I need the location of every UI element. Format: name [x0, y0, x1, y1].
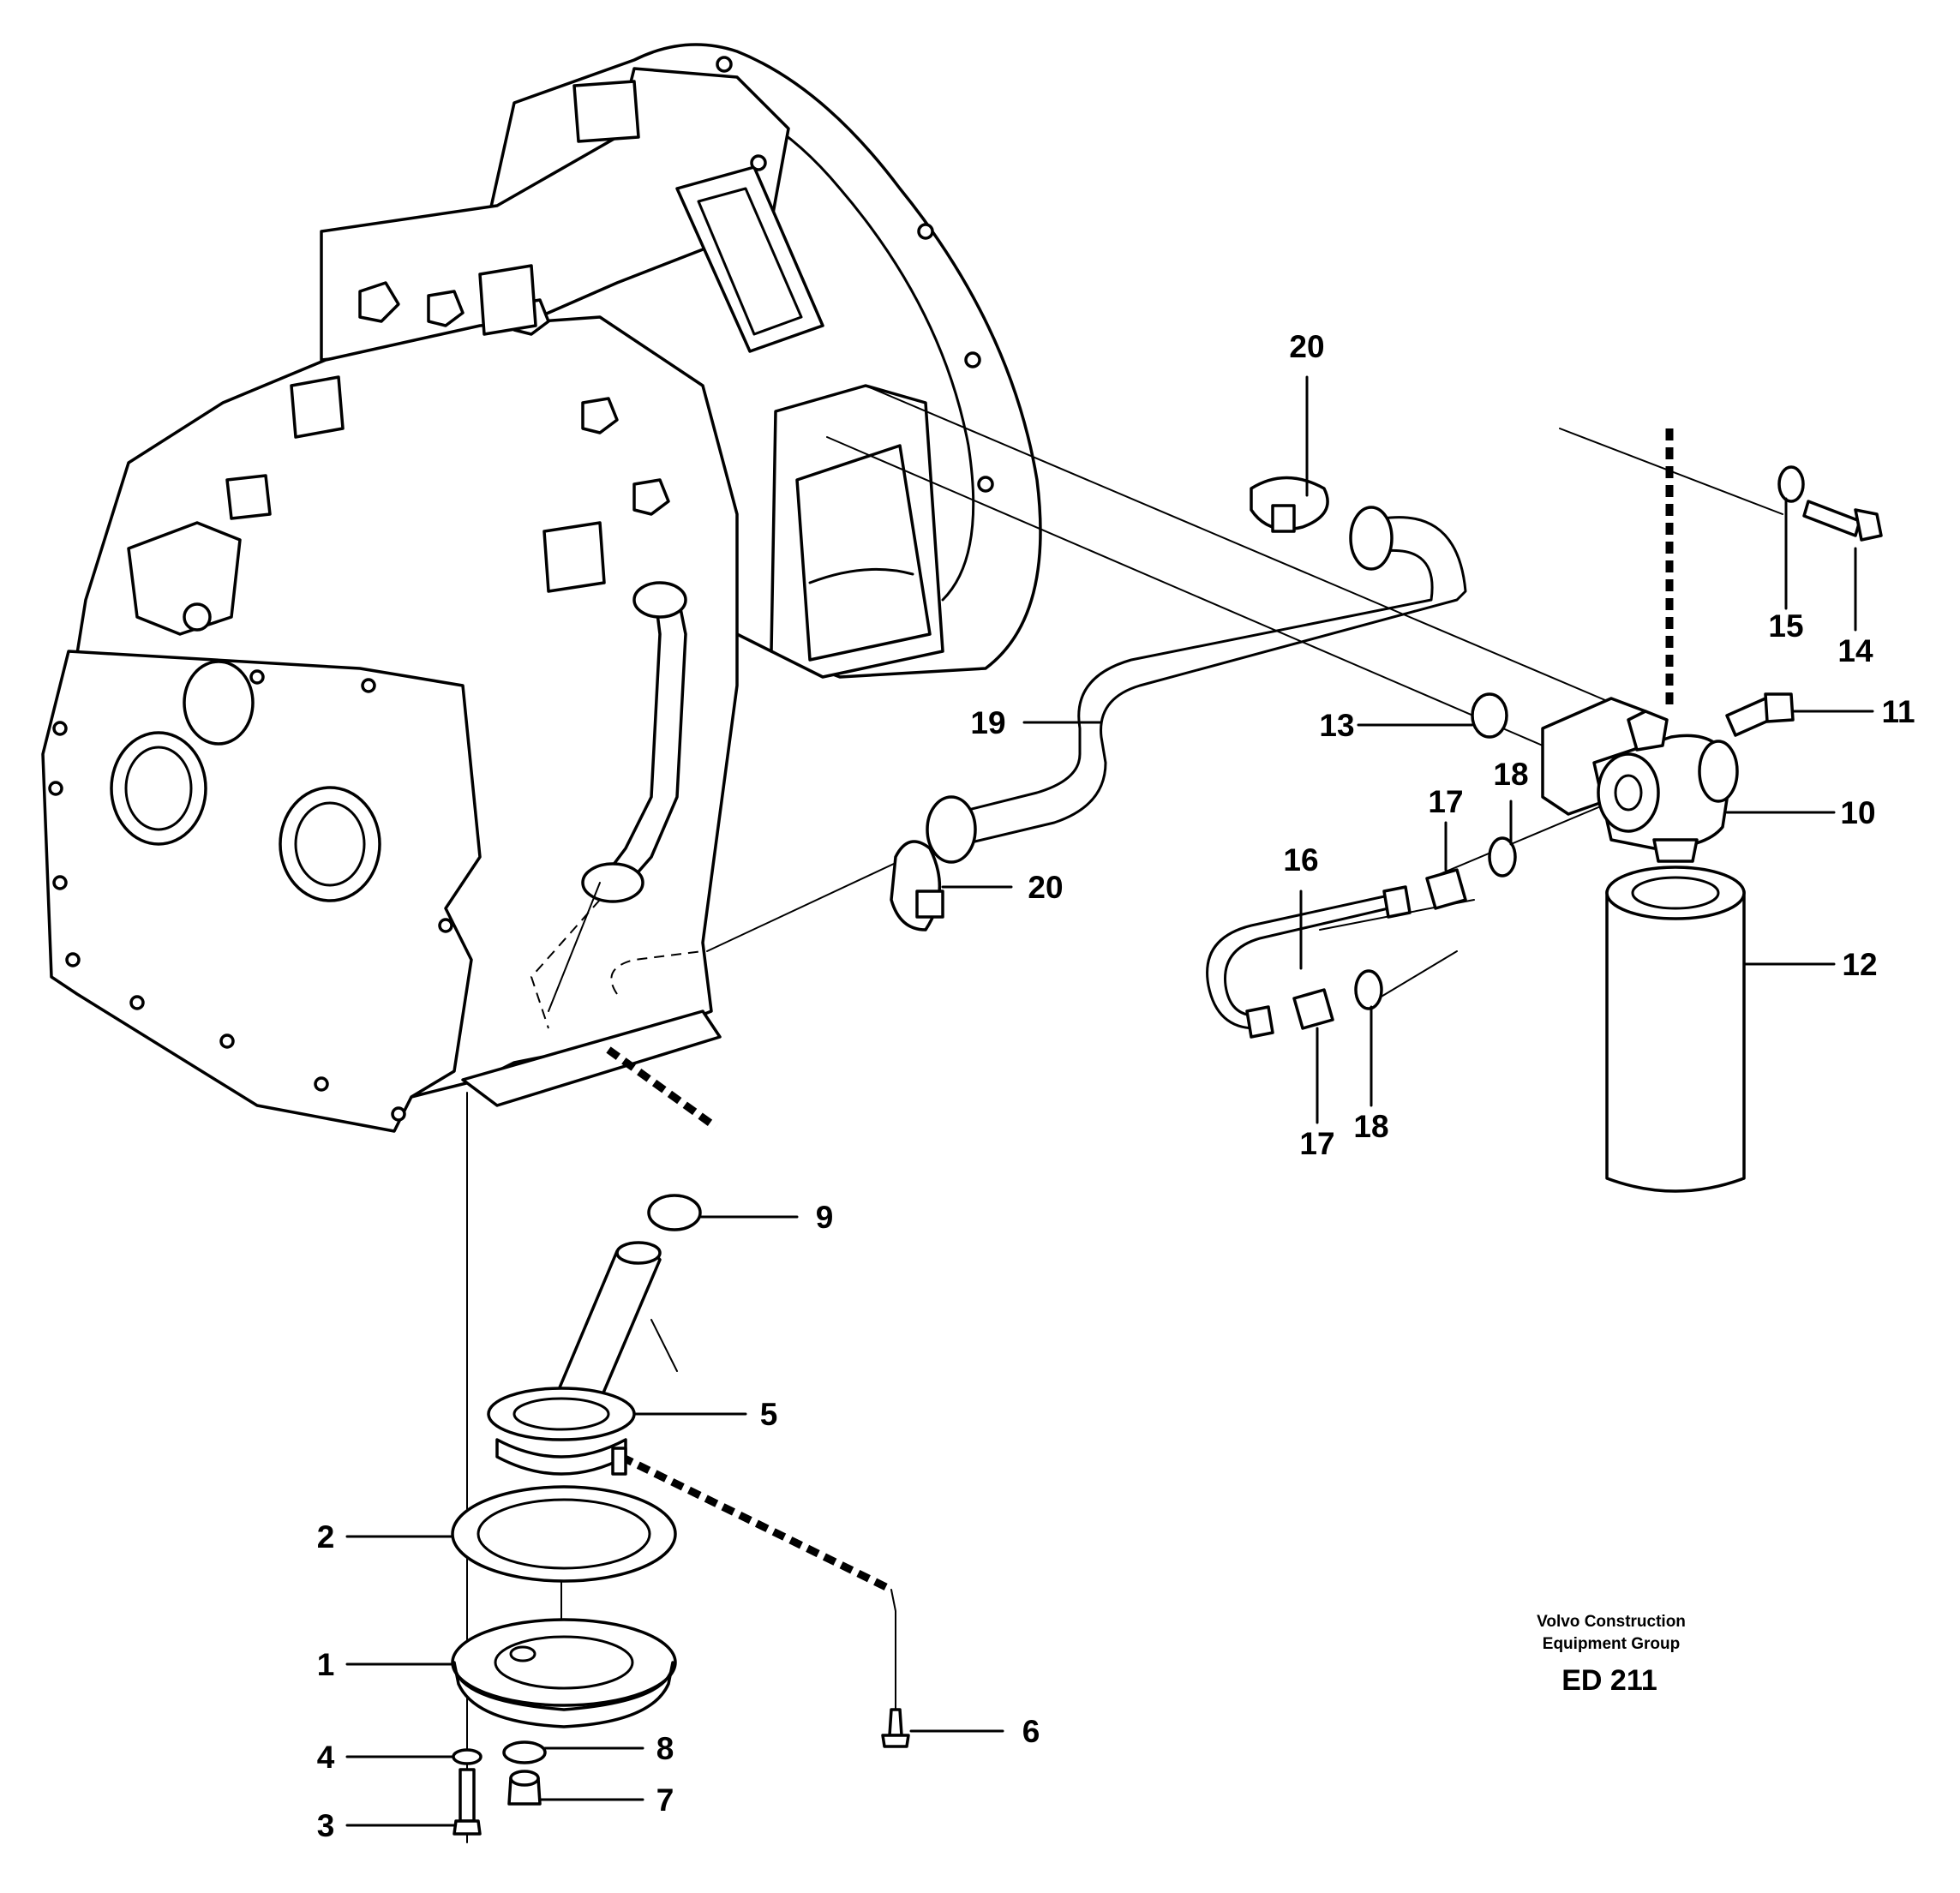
screw-3 — [453, 1768, 482, 1836]
strainer-5 — [487, 1387, 636, 1476]
callout-18-upper: 18 — [1493, 757, 1528, 792]
screw-14 — [1802, 500, 1883, 542]
callout-4: 4 — [317, 1740, 335, 1775]
callout-14: 14 — [1837, 633, 1873, 668]
temperature-sensor — [1725, 692, 1795, 737]
callout-12: 12 — [1842, 947, 1877, 982]
sump-cover-1 — [451, 1618, 677, 1728]
seal-ring-8 — [502, 1740, 547, 1764]
callout-13: 13 — [1319, 708, 1354, 743]
washer-4 — [452, 1748, 483, 1765]
union-17-lower — [1292, 988, 1334, 1030]
callout-20-lower: 20 — [1028, 870, 1063, 905]
callout-labels: 1 2 3 4 5 6 7 8 9 10 11 12 13 14 15 16 1… — [317, 329, 1915, 1843]
callout-17-lower: 17 — [1299, 1126, 1334, 1161]
drawing-code: ED 211 — [1561, 1664, 1657, 1697]
callout-19: 19 — [970, 705, 1005, 740]
oil-filter — [1605, 866, 1746, 1193]
screw-6 — [881, 1708, 910, 1748]
washer-18-lower — [1354, 969, 1383, 1010]
callout-3: 3 — [317, 1808, 335, 1843]
credit-line-2: Equipment Group — [1543, 1635, 1680, 1653]
callout-6: 6 — [1022, 1714, 1040, 1749]
assembly-lines — [466, 385, 1783, 1843]
callout-2: 2 — [317, 1519, 335, 1555]
credit-block: Volvo Construction Equipment Group ED 21… — [1537, 1613, 1686, 1697]
callout-15: 15 — [1768, 608, 1803, 644]
o-ring-13 — [1471, 692, 1508, 739]
transmission-housing — [41, 43, 1042, 1133]
callout-11: 11 — [1881, 694, 1915, 729]
hose-clamp-lower — [890, 840, 944, 932]
hose-clamp-upper — [1250, 476, 1329, 533]
callout-17-upper: 17 — [1428, 784, 1463, 819]
union-17-upper — [1425, 868, 1467, 910]
washer-18-upper — [1488, 836, 1517, 878]
reference-dashes — [606, 428, 1674, 1723]
callout-8: 8 — [656, 1731, 674, 1766]
callout-10: 10 — [1840, 795, 1875, 830]
cover-bolts — [48, 669, 453, 1122]
cooler-hose — [926, 506, 1467, 864]
gasket-2 — [451, 1485, 677, 1583]
oil-filter-head — [1541, 697, 1739, 863]
pipe-assembly — [1206, 885, 1412, 1039]
callout-9: 9 — [816, 1200, 834, 1235]
callout-18-lower: 18 — [1353, 1109, 1388, 1144]
o-ring-9 — [647, 1194, 702, 1231]
callout-20-upper: 20 — [1289, 329, 1324, 364]
drain-plug-7 — [507, 1770, 542, 1806]
callout-16: 16 — [1283, 842, 1318, 878]
callout-7: 7 — [656, 1782, 674, 1818]
callout-leaders — [345, 375, 1874, 1827]
callout-1: 1 — [317, 1647, 335, 1682]
credit-line-1: Volvo Construction — [1537, 1613, 1686, 1631]
callout-5: 5 — [760, 1397, 778, 1432]
washer-15 — [1777, 465, 1805, 503]
